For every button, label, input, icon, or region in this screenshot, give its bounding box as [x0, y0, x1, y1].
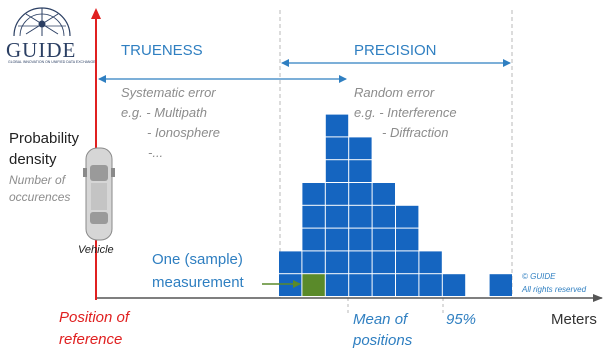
- histogram-cell: [325, 137, 349, 160]
- histogram-cell: [349, 228, 372, 251]
- histogram-cell: [419, 251, 442, 274]
- histogram-cell: [302, 228, 325, 251]
- histogram-cell: [419, 274, 442, 296]
- histogram-cell: [372, 183, 395, 205]
- histogram-cell: [349, 160, 372, 182]
- y-axis-label-line-1: Probability: [9, 130, 80, 147]
- histogram-cell: [372, 274, 395, 296]
- histogram-cell: [325, 205, 349, 228]
- histogram-cell: [396, 228, 419, 251]
- vehicle-caption: Vehicle: [78, 244, 114, 256]
- histogram-cell: [396, 251, 419, 274]
- sample-label-line-2: measurement: [152, 274, 244, 291]
- histogram-cell: [279, 251, 302, 274]
- mean-label-line-1: Mean of: [353, 311, 408, 328]
- systematic-error-example-3: -...: [148, 145, 164, 160]
- precision-label: PRECISION: [354, 42, 437, 59]
- histogram-cell: [396, 274, 419, 296]
- y-axis-sublabel-line-2: occurences: [9, 190, 71, 204]
- random-error-example-1: e.g. - Interference: [354, 105, 457, 120]
- systematic-error-title: Systematic error: [121, 85, 216, 100]
- trueness-label: TRUENESS: [121, 42, 203, 59]
- p95-label: 95%: [446, 311, 477, 328]
- histogram-cell: [372, 205, 395, 228]
- histogram-cell: [349, 137, 372, 160]
- reference-label-line-1: Position of: [59, 309, 130, 326]
- random-error-title: Random error: [354, 85, 435, 100]
- histogram-cell: [442, 274, 466, 296]
- y-axis-sublabel-line-1: Number of: [9, 173, 66, 187]
- vehicle-icon: [83, 147, 115, 241]
- y-axis-label-line-2: density: [9, 151, 57, 168]
- histogram-cell: [325, 274, 349, 296]
- copyright-line-1: © GUIDE: [522, 272, 556, 281]
- histogram: [279, 114, 512, 296]
- random-error-example-2: - Diffraction: [382, 125, 449, 140]
- copyright-line-2: All rights reserved: [522, 285, 587, 294]
- histogram-cell: [489, 274, 512, 296]
- systematic-error-example-2: - Ionosphere: [147, 125, 220, 140]
- histogram-cell: [302, 183, 325, 205]
- sample-measurement-cell: [302, 274, 325, 296]
- histogram-cell: [325, 160, 349, 182]
- histogram-cell: [325, 251, 349, 274]
- logo-tagline: GLOBAL INNOVATION ON UNIFIED DATA EXCHAN…: [8, 60, 96, 64]
- histogram-cell: [349, 251, 372, 274]
- reference-label-line-2: reference: [59, 331, 123, 348]
- systematic-error-example-1: e.g. - Multipath: [121, 105, 207, 120]
- histogram-cell: [372, 251, 395, 274]
- histogram-cell: [349, 183, 372, 205]
- histogram-cell: [349, 205, 372, 228]
- histogram-cell: [325, 183, 349, 205]
- sample-label-line-1: One (sample): [152, 251, 243, 268]
- x-axis-label: Meters: [551, 311, 597, 328]
- histogram-cell: [396, 205, 419, 228]
- histogram-cell: [302, 251, 325, 274]
- histogram-cell: [325, 228, 349, 251]
- histogram-cell: [325, 114, 349, 137]
- histogram-cell: [372, 228, 395, 251]
- histogram-cell: [349, 274, 372, 296]
- mean-label-line-2: positions: [353, 332, 413, 349]
- logo-wordmark: GUIDE: [6, 38, 77, 62]
- histogram-cell: [279, 274, 302, 296]
- histogram-cell: [302, 205, 325, 228]
- reference-arrow-head: [91, 8, 101, 19]
- compass-icon: [13, 7, 71, 37]
